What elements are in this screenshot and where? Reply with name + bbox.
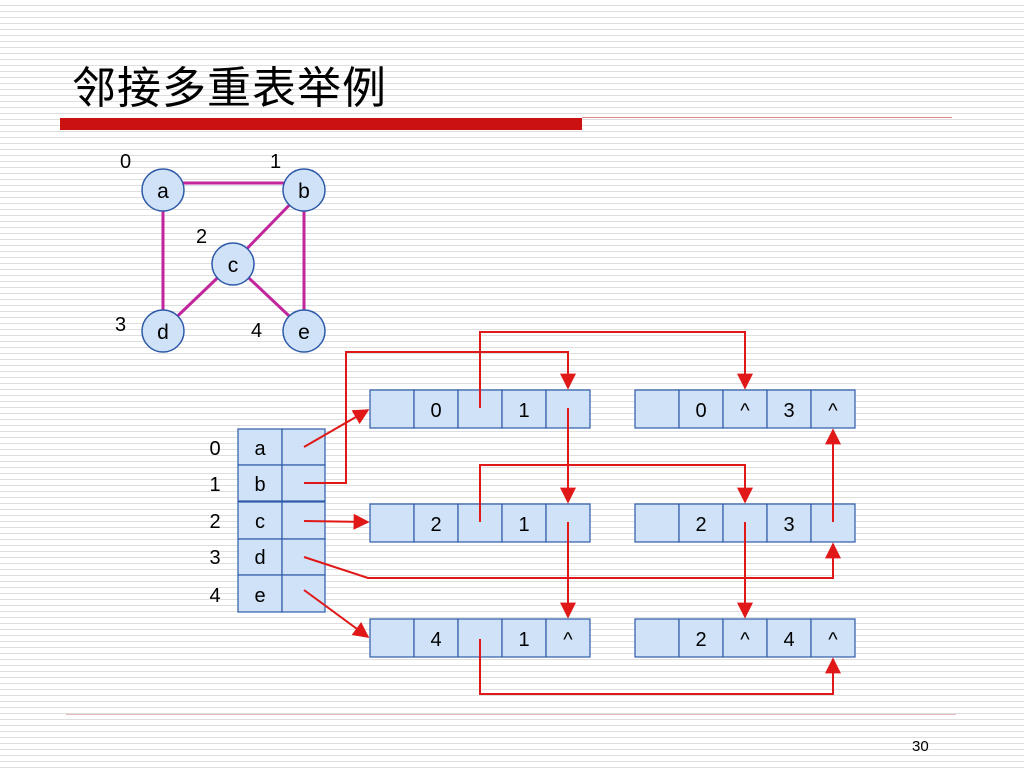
title-underline-bar [60,118,582,130]
edge-node-2-4: 2 ^ 4 ^ [634,618,856,658]
vertex-table-row: 4 e [209,574,326,613]
vertex-table-index: 0 [209,438,220,460]
edge-node-jvex: 3 [783,400,794,422]
pointer-a [303,409,370,448]
edge-node-0-1: 0 1 [369,389,591,429]
page-title: 邻接多重表举例 [72,63,387,114]
edge-node-jlink: ^ [563,629,573,651]
vertex-table-index: 1 [209,474,220,496]
edge-node-ivex: 0 [695,400,706,422]
edge-node-jvex: 1 [518,514,529,536]
graph-vertex-e: e [282,309,326,353]
edge-node-4-1: 4 1 ^ [369,618,591,658]
vertex-label-c: c [228,254,239,277]
pointer-n41-ilink [479,639,841,695]
edge-node-ivex: 2 [695,514,706,536]
vertex-index-b: 1 [270,151,281,173]
pointer-e [303,589,370,638]
vertex-table-value: b [254,474,265,496]
edge-node-jvex: 1 [518,629,529,651]
vertex-table-row: 3 d [209,538,326,576]
vertex-table-index: 3 [209,547,220,569]
vertex-table-row: 0 a [209,428,326,466]
vertex-table-index: 2 [209,511,220,533]
pointer-c [303,513,370,530]
edge-node-ivex: 2 [430,514,441,536]
edge-node-ivex: 4 [430,629,441,651]
footer-divider [66,714,956,715]
pointer-b [304,351,576,484]
vertex-table-value: a [254,438,266,460]
vertex-table: 0 a 1 b 2 c 3 d 4 e [209,428,326,613]
vertex-table-index: 4 [209,585,220,607]
vertex-index-a: 0 [120,151,131,173]
edge-node-jlink: ^ [828,629,838,651]
graph-vertex-b: b [282,168,326,212]
pointer-n01-ilink [479,331,753,408]
vertex-table-value: c [255,511,265,533]
pointer-arrows [303,331,841,695]
page-number: 30 [912,738,929,755]
pointer-d [303,542,841,579]
vertex-index-d: 3 [115,314,126,336]
graph-vertex-c: c [211,242,255,286]
vertex-label-a: a [157,180,169,203]
edge-node-jvex: 1 [518,400,529,422]
pointer-n21-ilink [479,464,753,522]
edge-node-jlink: ^ [828,400,838,422]
edge-node-jvex: 3 [783,514,794,536]
title-underline-thin [582,117,952,118]
vertex-label-e: e [298,321,310,344]
graph-vertex-a: a [141,168,185,212]
vertex-label-d: d [157,321,169,344]
edge-node-ivex: 2 [695,629,706,651]
edge-node-ilink: ^ [740,400,750,422]
edge-node-ivex: 0 [430,400,441,422]
graph-vertex-d: d [141,309,185,353]
vertex-label-b: b [298,180,310,203]
edge-node-0-3: 0 ^ 3 ^ [634,389,856,429]
edge-node-ilink: ^ [740,629,750,651]
vertex-table-value: e [254,585,265,607]
edge-node-jvex: 4 [783,629,794,651]
vertex-index-c: 2 [196,226,207,248]
vertex-index-e: 4 [251,320,262,342]
vertex-table-value: d [254,547,265,569]
